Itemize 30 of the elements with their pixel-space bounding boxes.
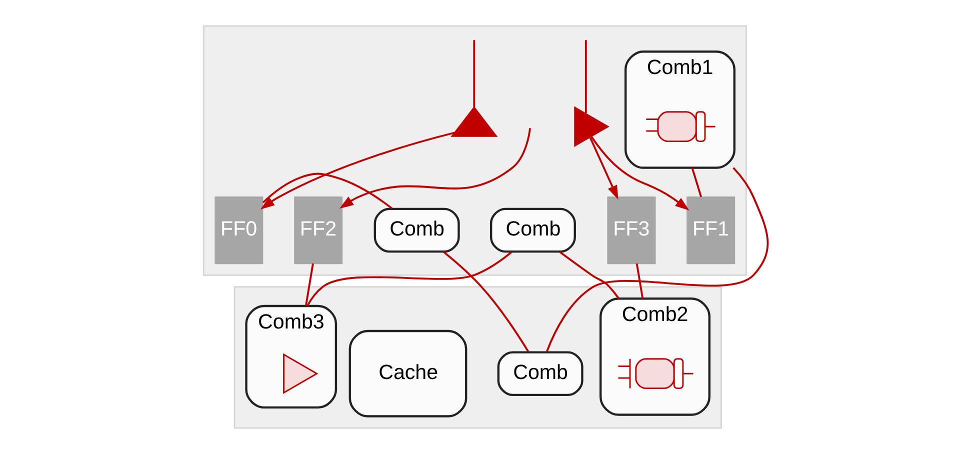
arrow (589, 136, 618, 200)
connector (636, 263, 644, 299)
cluster (202, 25, 747, 276)
connector (559, 251, 620, 300)
node-box: FF1 (686, 196, 736, 264)
cluster: Comb2 (600, 298, 710, 416)
node-box: Comb (490, 208, 576, 253)
arrow (260, 132, 455, 210)
connector (304, 263, 314, 306)
node-triangle (574, 106, 610, 147)
cluster: Comb1 (624, 50, 736, 169)
cluster (234, 286, 722, 429)
node-triangle (450, 106, 498, 137)
node-box: FF0 (214, 196, 264, 264)
arrow (339, 128, 531, 209)
node-box: Comb (374, 208, 460, 253)
connector (306, 251, 512, 306)
connector (473, 40, 476, 108)
node-box: FF3 (607, 196, 656, 264)
node-box: FF2 (294, 196, 343, 264)
connector (691, 168, 702, 198)
connector (546, 167, 769, 352)
connector (442, 251, 530, 353)
node-gate (283, 353, 318, 394)
arrow (590, 136, 690, 210)
connector (262, 172, 393, 210)
node-box: Comb (497, 351, 584, 396)
cluster: Comb3 (245, 304, 338, 409)
node-box: Cache (348, 330, 468, 418)
connector (584, 40, 587, 114)
